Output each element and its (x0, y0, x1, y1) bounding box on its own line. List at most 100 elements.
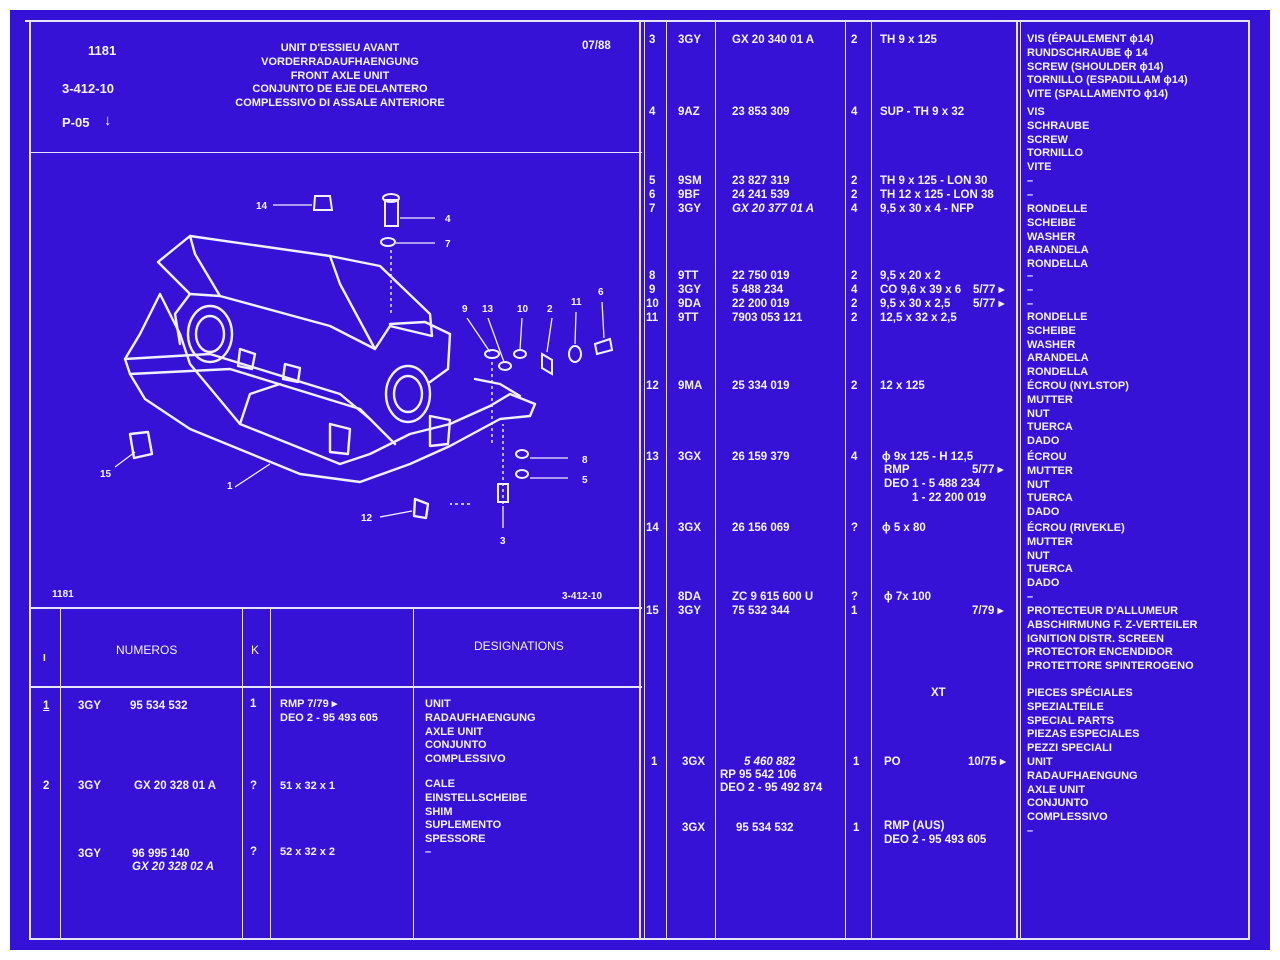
row-date: 10/75 ▸ (968, 756, 1006, 768)
header-divider (30, 152, 642, 153)
frame-right (1248, 20, 1250, 940)
row-item: 13 (646, 451, 659, 463)
row-code: 9TT (678, 312, 699, 324)
row-item: 6 (649, 189, 656, 201)
row-number-3: DEO 2 - 95 492 874 (720, 782, 823, 794)
row-item: 2 (43, 780, 50, 792)
row-code: 3GY (678, 203, 702, 215)
row-date: 5/77 ▸ (973, 298, 1005, 310)
row-note: ϕ 5 x 80 (882, 522, 926, 534)
desig-vis-epaulement: VIS (ÉPAULEMENT ϕ14) RUNDSCHRAUBE ϕ 14 S… (1027, 33, 1188, 101)
row-note: 9,5 x 30 x 2,5 (880, 298, 951, 310)
table-head-divider (30, 686, 642, 688)
desig-dash: – – – (1027, 270, 1034, 310)
row-code: 3GX (682, 822, 706, 834)
row-k: 1 (250, 698, 257, 710)
row-code: 3GY (78, 700, 102, 712)
down-arrow-icon: ↓ (104, 112, 112, 129)
col-right-k (845, 20, 846, 940)
desig-rondelle: RONDELLE SCHEIBE WASHER ARANDELA RONDELL… (1027, 311, 1089, 379)
row-k: ? (851, 591, 859, 603)
row-k: 4 (851, 284, 858, 296)
title-line: COMPLESSIVO DI ASSALE ANTERIORE (235, 97, 445, 110)
frame-left (29, 20, 31, 940)
assembly-lines (390, 250, 504, 505)
row-number: GX 20 328 01 A (134, 780, 217, 792)
figure-footer-right: 3-412-10 (562, 591, 603, 602)
header-date: 07/88 (582, 40, 611, 52)
row-note: TH 9 x 125 - LON 30 (880, 175, 988, 187)
row-k: ? (250, 780, 258, 792)
row-note: 9,5 x 30 x 4 - NFP (880, 203, 974, 215)
frame-top (25, 20, 1250, 22)
desig-ecrou-rivekle: ÉCROU (RIVEKLE) MUTTER NUT TUERCA DADO (1027, 522, 1125, 590)
row-k: 1 (853, 756, 860, 768)
row-item: 5 (649, 175, 656, 187)
row-number: 26 156 069 (732, 522, 790, 534)
exploded-diagram: 1 2 3 4 5 6 7 8 9 10 11 12 13 14 15 (100, 193, 614, 547)
col-right-i (666, 20, 667, 940)
row-note: 12 x 125 (880, 380, 925, 392)
row-note: ϕ 7x 100 (884, 591, 931, 603)
row-number-2: GX 20 328 02 A (132, 861, 215, 873)
row-code: 3GX (678, 451, 702, 463)
row-note: RMP (AUS) (884, 820, 945, 832)
row-item: 1 (651, 756, 658, 768)
row-k: 2 (851, 312, 858, 324)
header-code: 3-412-10 (62, 81, 115, 96)
row-k: 2 (851, 175, 858, 187)
parts-sheet: 1181 3-412-10 P-05 ↓ 07/88 UNIT D'ESSIEU… (10, 10, 1270, 950)
row-k: 4 (851, 106, 858, 118)
row-item: 10 (646, 298, 659, 310)
row-item: 4 (649, 106, 656, 118)
callout-11: 11 (571, 297, 582, 308)
row-number: 95 534 532 (130, 700, 188, 712)
row-k: 2 (851, 34, 858, 46)
row-note-2: RMP (884, 464, 910, 476)
header-page: P-05 (62, 115, 90, 130)
callout-3: 3 (500, 536, 506, 547)
col-right-note (871, 20, 872, 940)
row-k: 2 (851, 189, 858, 201)
row-number: 5 488 234 (732, 284, 784, 296)
row-designation: UNIT RADAUFHAENGUNG AXLE UNIT CONJUNTO C… (425, 698, 536, 766)
callout-4: 4 (445, 214, 451, 225)
row-item: 9 (649, 284, 656, 296)
row-note: 52 x 32 x 2 (280, 846, 336, 858)
callout-14: 14 (256, 201, 268, 212)
callout-10: 10 (517, 304, 529, 315)
desig-vis: VIS SCHRAUBE SCREW TORNILLO VITE (1027, 106, 1090, 174)
row-date: 5/77 ▸ (973, 284, 1005, 296)
desig-pieces-speciales: PIECES SPÉCIALES SPEZIALTEILE SPECIAL PA… (1027, 687, 1140, 755)
row-number: 7903 053 121 (732, 312, 803, 324)
row-note: 12,5 x 32 x 2,5 (880, 312, 957, 324)
row-note: 9,5 x 20 x 2 (880, 270, 941, 282)
row-item: 14 (646, 522, 659, 534)
row-code: 9DA (678, 298, 702, 310)
desig-dash: – – (1027, 175, 1034, 201)
row-date: 7/79 ▸ (972, 605, 1004, 617)
col-left-k (242, 608, 243, 938)
callout-6: 6 (598, 287, 604, 298)
row-date: 5/77 ▸ (972, 464, 1004, 476)
title-line: CONJUNTO DE EJE DELANTERO (252, 83, 428, 96)
row-number: GX 20 340 01 A (732, 34, 815, 46)
col-left-i (60, 608, 61, 938)
row-k: 2 (851, 298, 858, 310)
callout-labels: 1 2 3 4 5 6 7 8 9 10 11 12 13 14 15 (100, 201, 604, 547)
row-note: ϕ 9x 125 - H 12,5 (882, 451, 974, 463)
row-number: 23 853 309 (732, 106, 790, 118)
row-code: 9SM (678, 175, 702, 187)
leader-lines (114, 204, 605, 528)
desig-ecrou-nylstop: ÉCROU (NYLSTOP) MUTTER NUT TUERCA DADO (1027, 380, 1129, 448)
row-item: 11 (646, 312, 659, 324)
row-designation: – (425, 846, 432, 858)
figure-divider (30, 607, 642, 609)
row-note: TH 12 x 125 - LON 38 (880, 189, 994, 201)
title-line: VORDERRADAUFHAENGUNG (261, 55, 419, 68)
col-right-num (715, 20, 716, 940)
row-number: 75 532 344 (732, 605, 790, 617)
row-code: 9BF (678, 189, 700, 201)
row-code: 3GX (682, 756, 706, 768)
row-k: 4 (851, 203, 858, 215)
